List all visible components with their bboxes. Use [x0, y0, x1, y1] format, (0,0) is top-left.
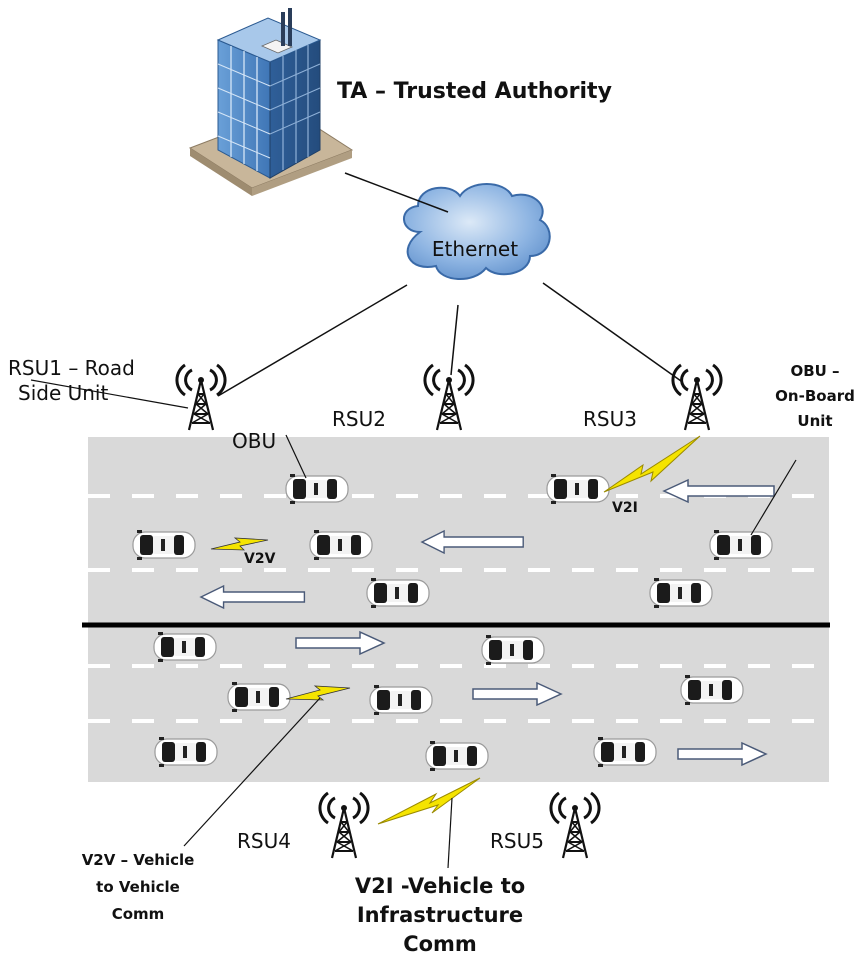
v2v-lightning-icon — [210, 537, 269, 551]
car — [649, 577, 713, 609]
ta-label: TA – Trusted Authority — [337, 79, 612, 104]
v2i-lightning-icon — [603, 435, 701, 493]
rsu-tower-icon — [175, 363, 227, 432]
car — [680, 674, 744, 706]
v2v-label: to Vehicle — [96, 878, 180, 896]
rsu5-label: RSU5 — [490, 829, 544, 853]
obu-label: OBU — [232, 429, 276, 453]
obu-label: Unit — [797, 412, 832, 430]
ta-ethernet-link — [344, 172, 449, 213]
rsu2-label: RSU2 — [332, 407, 386, 431]
ethernet-rsu1-link — [217, 284, 408, 397]
rsu1-leader-line — [30, 379, 189, 409]
car — [285, 473, 349, 505]
car — [132, 529, 196, 561]
rsu-tower-icon — [671, 363, 723, 432]
car — [593, 736, 657, 768]
v2v-leader-line — [183, 697, 321, 847]
v2v-road-label: V2V — [244, 551, 276, 567]
building-icon — [188, 8, 354, 196]
v2v-lightning-icon — [285, 685, 351, 701]
ethernet-rsu3-link — [542, 282, 682, 382]
v2i-label: Comm — [403, 932, 477, 956]
rsu3-label: RSU3 — [583, 407, 637, 431]
car — [425, 740, 489, 772]
rsu4-label: RSU4 — [237, 829, 291, 853]
car — [366, 577, 430, 609]
ethernet-rsu2-link — [450, 304, 459, 376]
v2i-road-label: V2I — [612, 500, 638, 516]
rsu-tower-icon — [423, 363, 475, 432]
car — [481, 634, 545, 666]
cloud-icon — [403, 183, 551, 281]
rsu1-label: Side Unit — [18, 381, 108, 405]
car — [154, 736, 218, 768]
v2i-label: Infrastructure — [357, 903, 523, 927]
car — [227, 681, 291, 713]
obu-leader-line — [285, 434, 307, 479]
obu-label: On-Board — [775, 387, 855, 405]
v2v-label: Comm — [112, 905, 165, 923]
car — [546, 473, 610, 505]
ethernet-label: Ethernet — [432, 237, 518, 261]
v2i-label: V2I -Vehicle to — [355, 874, 525, 898]
car — [709, 529, 773, 561]
v2v-label: V2V – Vehicle — [82, 851, 195, 869]
v2i-leader-line — [447, 797, 453, 869]
rsu-tower-icon — [318, 791, 370, 860]
rsu-tower-icon — [549, 791, 601, 860]
obu-leader-line — [750, 459, 797, 536]
obu-label: OBU – — [790, 362, 839, 380]
car — [153, 631, 217, 663]
car — [309, 529, 373, 561]
rsu1-label: RSU1 – Road — [8, 356, 135, 380]
v2i-lightning-icon — [377, 777, 481, 825]
car — [369, 684, 433, 716]
